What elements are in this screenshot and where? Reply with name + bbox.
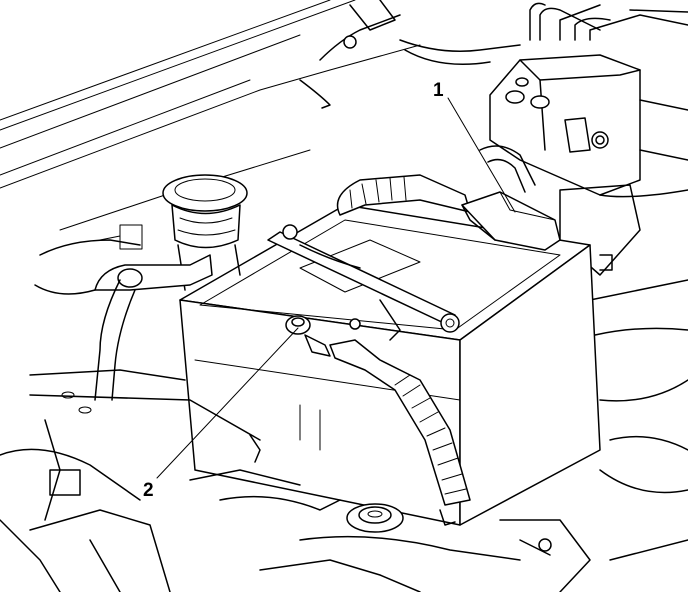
callout-1-leader xyxy=(447,97,516,213)
hold-down-clamp xyxy=(267,224,460,341)
callout-2-leader xyxy=(156,327,299,479)
negative-cable xyxy=(329,339,471,506)
callout-1: 1 xyxy=(433,80,516,213)
clamp-nut-icon xyxy=(440,313,460,333)
positive-cable xyxy=(336,145,536,216)
lower-center-structure xyxy=(219,469,688,592)
positive-terminal-boot xyxy=(461,191,561,251)
left-hoses xyxy=(34,224,213,401)
clamp-bolt-icon xyxy=(282,224,298,240)
right-bracket xyxy=(559,184,688,451)
reservoir-cap xyxy=(162,174,248,291)
lower-left-structure xyxy=(0,369,301,592)
callout-2-label: 2 xyxy=(143,480,154,501)
negative-terminal xyxy=(285,315,361,357)
bolt-icon xyxy=(343,35,357,49)
battery xyxy=(179,204,601,526)
abs-modulator xyxy=(489,2,688,198)
callout-1-label: 1 xyxy=(433,80,444,101)
callout-2: 2 xyxy=(143,327,299,501)
